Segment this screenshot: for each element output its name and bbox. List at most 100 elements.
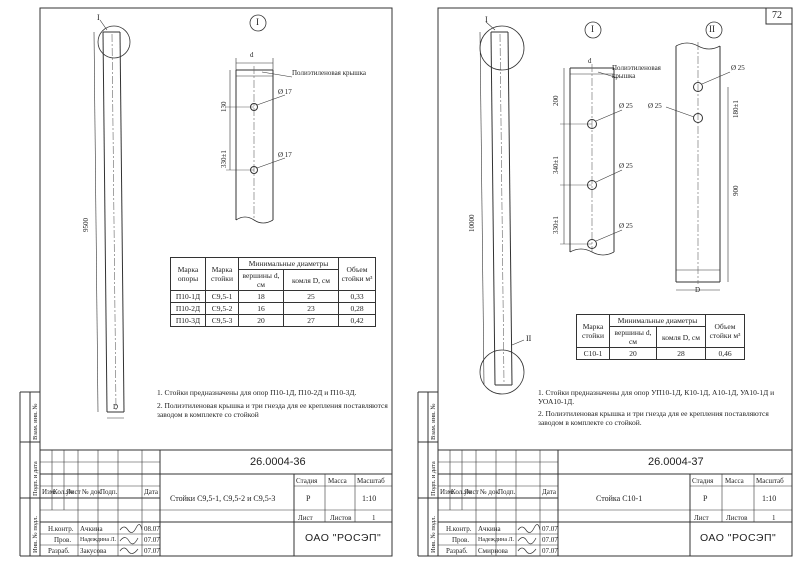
col-header-min-diam: Минимальные диаметры: [609, 314, 706, 327]
cell: П10-3Д: [170, 314, 206, 327]
cell: 0,46: [705, 347, 745, 360]
cap-label: Полиэтиленовая крышка: [292, 69, 367, 77]
drawing-sheet-right: 72 I II I II 10000 d D 200 340±1 330±1 1…: [400, 0, 800, 565]
cell: 23: [283, 302, 339, 315]
detail-callout-2: II: [709, 24, 715, 34]
cell: С9,5-1: [205, 290, 239, 303]
spec-table: Марка опоры Марка стойки Минимальные диа…: [170, 257, 376, 327]
detail-callout-1: I: [591, 24, 594, 34]
top-diameter-label: d: [250, 51, 254, 59]
spec-table: Марка стойки Минимальные диаметры Объем …: [576, 314, 745, 360]
col-date: Дата: [144, 488, 158, 496]
hole-d1-1: Ø 25: [619, 102, 633, 110]
length-dimension: 10000: [468, 214, 476, 233]
cell: 27: [283, 314, 339, 327]
name-prov: Надеждина Л.: [80, 537, 117, 543]
col-izm: Изм.: [42, 488, 56, 496]
col-podp: Подп.: [498, 488, 516, 496]
scale-value: 1:10: [362, 494, 377, 503]
col-date: Дата: [542, 488, 556, 496]
side-label-vzam: Взам. инв. №: [32, 403, 39, 440]
dim-330: 330±1: [220, 150, 228, 168]
stage-value: Р: [703, 494, 708, 503]
name-nkontr: Ачкина: [80, 525, 103, 533]
cell: П10-2Д: [170, 302, 206, 315]
col-header-post-mark: Марка стойки: [576, 314, 610, 348]
sheets-header: Листов: [726, 514, 748, 522]
scale-header: Масштаб: [357, 477, 385, 485]
hole-diameter-2: Ø 17: [278, 151, 292, 159]
name-razrab: Смирнова: [478, 547, 508, 555]
col-header-top: вершины d, см: [238, 269, 284, 291]
col-izm: Изм.: [440, 488, 454, 496]
org-name: ОАО "РОСЭП": [305, 532, 382, 544]
cell: П10-1Д: [170, 290, 206, 303]
note-1: 1. Стойки предназначены для опор УП10-1Д…: [538, 388, 775, 406]
col-list: Лист: [464, 488, 479, 496]
cell: 25: [283, 290, 339, 303]
dim-200: 200: [552, 95, 560, 107]
callout-main-top: I: [485, 15, 488, 24]
col-header-volume: Объем стойки м³: [705, 314, 745, 348]
hole-d1-2: Ø 25: [619, 162, 633, 170]
drawing-title: Стойки С9,5-1, С9,5-2 и С9,5-3: [170, 494, 276, 503]
mass-header: Масса: [725, 477, 744, 485]
col-header-min-diam: Минимальные диаметры: [238, 257, 339, 270]
col-dok: № док: [82, 488, 101, 496]
cap-label: Полиэтиленовая крышка: [612, 64, 661, 80]
date-1: 07.07: [542, 525, 558, 533]
col-header-volume: Объем стойки м³: [338, 257, 376, 291]
name-nkontr: Ачкина: [478, 525, 501, 533]
sheet-header: Лист: [298, 514, 313, 522]
side-label-podp: Подп. и дата: [32, 461, 39, 496]
name-prov: Надеждина Л.: [478, 537, 515, 543]
col-header-post-mark: Марка стойки: [205, 257, 239, 291]
left-sheet-linework: [19, 7, 393, 557]
cell: 0,42: [338, 314, 376, 327]
sheets-header: Листов: [330, 514, 352, 522]
dim-180: 180±1: [732, 100, 740, 118]
sheet-number: 72: [772, 10, 782, 21]
callout-main: I: [97, 13, 100, 22]
date-3: 07.07: [542, 547, 558, 555]
table-row: П10-2Д С9,5-2 16 23 0,28: [170, 302, 376, 315]
cell: С10-1: [576, 347, 610, 360]
scale-value: 1:10: [762, 494, 777, 503]
role-nkontr: Н.контр.: [446, 525, 472, 533]
col-header-butt: комля D, см: [283, 269, 339, 291]
right-sheet-linework: [417, 7, 793, 557]
butt-diameter-label: D: [695, 286, 701, 294]
drawing-sheet-left: I I 9500 D d 130 330±1 Ø 17 Ø 17 Полиэти…: [19, 7, 393, 557]
stage-value: Р: [306, 494, 311, 503]
role-razrab: Разраб.: [48, 547, 70, 555]
cell: 16: [238, 302, 284, 315]
cell: 0,33: [338, 290, 376, 303]
hole-d2-1: Ø 25: [731, 64, 745, 72]
drawing-title: Стойка С10-1: [596, 494, 643, 503]
col-kol: Кол.уч: [451, 488, 471, 496]
hole-diameter-1: Ø 17: [278, 88, 292, 96]
dim-900: 900: [732, 185, 740, 197]
hole-d2-2: Ø 25: [648, 102, 662, 110]
hole-d1-3: Ø 25: [619, 222, 633, 230]
drawing-code: 26.0004-37: [648, 456, 704, 468]
note-2: 2. Полиэтиленовая крышка и три гнезда дл…: [538, 409, 769, 427]
date-1: 08.07: [144, 525, 160, 533]
mass-header: Масса: [328, 477, 347, 485]
sheets-value: 1: [372, 514, 376, 522]
scale-header: Масштаб: [756, 477, 784, 485]
cell: 0,28: [338, 302, 376, 315]
col-kol: Кол.уч: [53, 488, 73, 496]
dim-130: 130: [220, 101, 228, 113]
cell: С9,5-3: [205, 314, 239, 327]
side-label-podp: Подп. и дата: [430, 461, 437, 496]
table-row: С10-1 20 28 0,46: [576, 347, 745, 360]
dim-340: 340±1: [552, 156, 560, 174]
note-1: 1. Стойки предназначены для опор П10-1Д,…: [157, 388, 357, 397]
callout-main-bottom: II: [526, 334, 532, 343]
table-row: П10-1Д С9,5-1 18 25 0,33: [170, 290, 376, 303]
side-label-vzam: Взам. инв. №: [430, 403, 437, 440]
col-dok: № док: [480, 488, 499, 496]
dim-330: 330±1: [552, 216, 560, 234]
role-prov: Пров.: [54, 536, 72, 544]
